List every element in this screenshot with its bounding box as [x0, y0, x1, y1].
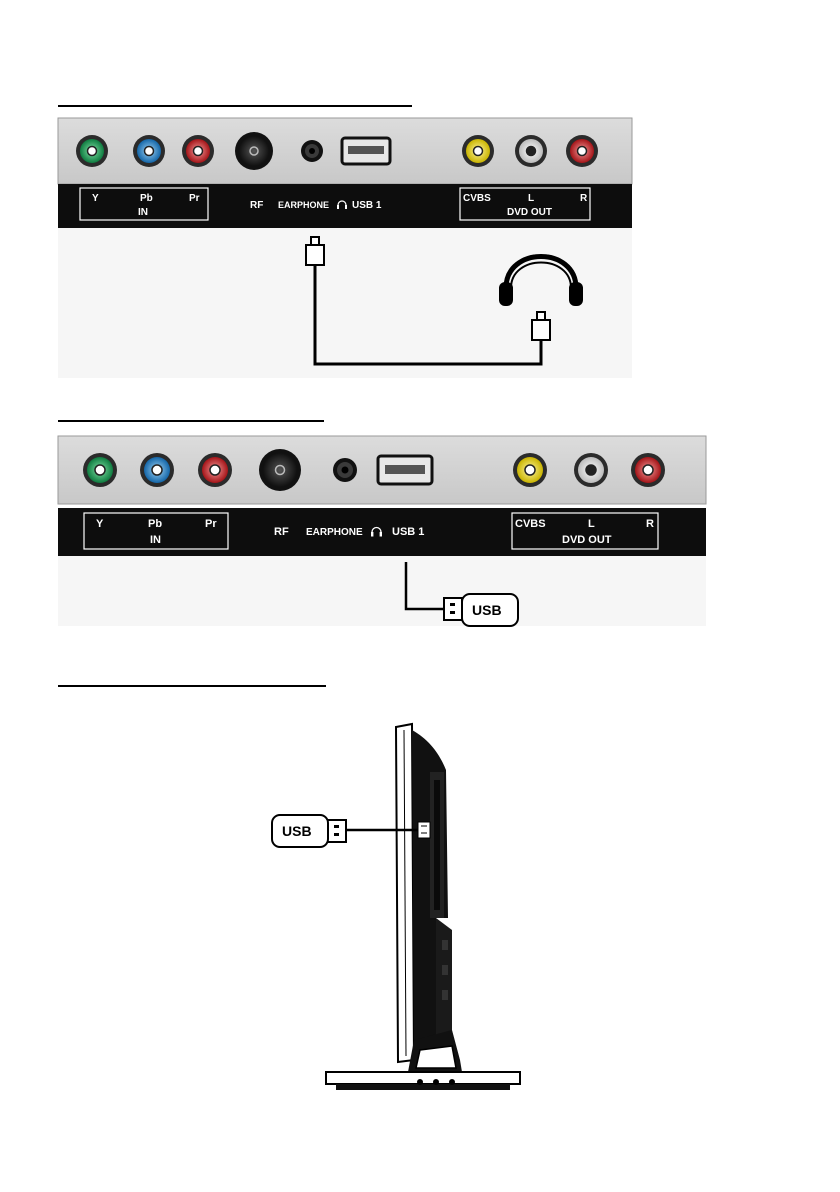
label-dvd-out: DVD OUT [562, 534, 612, 546]
port-usb-1 [342, 138, 390, 164]
connector-panel-1: Y Pb Pr IN RF EARPHONE USB 1 CVBS L R DV… [58, 118, 632, 228]
label-cvbs: CVBS [463, 193, 491, 204]
label-dvd-out: DVD OUT [507, 207, 552, 218]
label-pr: Pr [189, 193, 200, 204]
jack-pb-blue [140, 453, 174, 487]
label-rf: RF [274, 526, 289, 538]
usb-stick-label: USB [282, 823, 312, 839]
jack-rf [235, 132, 273, 170]
label-pb: Pb [140, 193, 153, 204]
jack-cvbs-yellow [462, 135, 494, 167]
label-l: L [588, 518, 595, 530]
label-in: IN [138, 207, 148, 218]
usb-connection-panel: USB [58, 556, 706, 626]
jack-earphone [301, 140, 323, 162]
earphone-connection [58, 228, 632, 378]
label-earphone: EARPHONE [278, 200, 329, 210]
jack-pr-red [182, 135, 214, 167]
label-pr: Pr [205, 518, 217, 530]
jack-pb-blue [133, 135, 165, 167]
port-usb-1 [378, 456, 432, 484]
label-pb: Pb [148, 518, 162, 530]
jack-r-red [631, 453, 665, 487]
jack-earphone [333, 458, 357, 482]
jack-l-white [574, 453, 608, 487]
usb-stick-label: USB [472, 602, 502, 618]
jack-r-red [566, 135, 598, 167]
label-l: L [528, 193, 534, 204]
jack-y-green [83, 453, 117, 487]
jack-rf [259, 449, 301, 491]
label-cvbs: CVBS [515, 518, 546, 530]
usb-stick: USB [272, 815, 346, 847]
jack-l-white [515, 135, 547, 167]
label-earphone: EARPHONE [306, 527, 363, 538]
label-y: Y [96, 518, 104, 530]
label-in: IN [150, 534, 161, 546]
label-y: Y [92, 193, 99, 204]
label-usb1: USB 1 [392, 526, 424, 538]
label-rf: RF [250, 200, 263, 211]
connector-panel-2: Y Pb Pr IN RF EARPHONE USB 1 CVBS L R DV… [58, 436, 706, 556]
jack-y-green [76, 135, 108, 167]
jack-cvbs-yellow [513, 453, 547, 487]
jack-pr-red [198, 453, 232, 487]
label-r: R [580, 193, 588, 204]
label-r: R [646, 518, 654, 530]
tv-side-view [326, 724, 520, 1090]
label-usb1: USB 1 [352, 200, 382, 211]
